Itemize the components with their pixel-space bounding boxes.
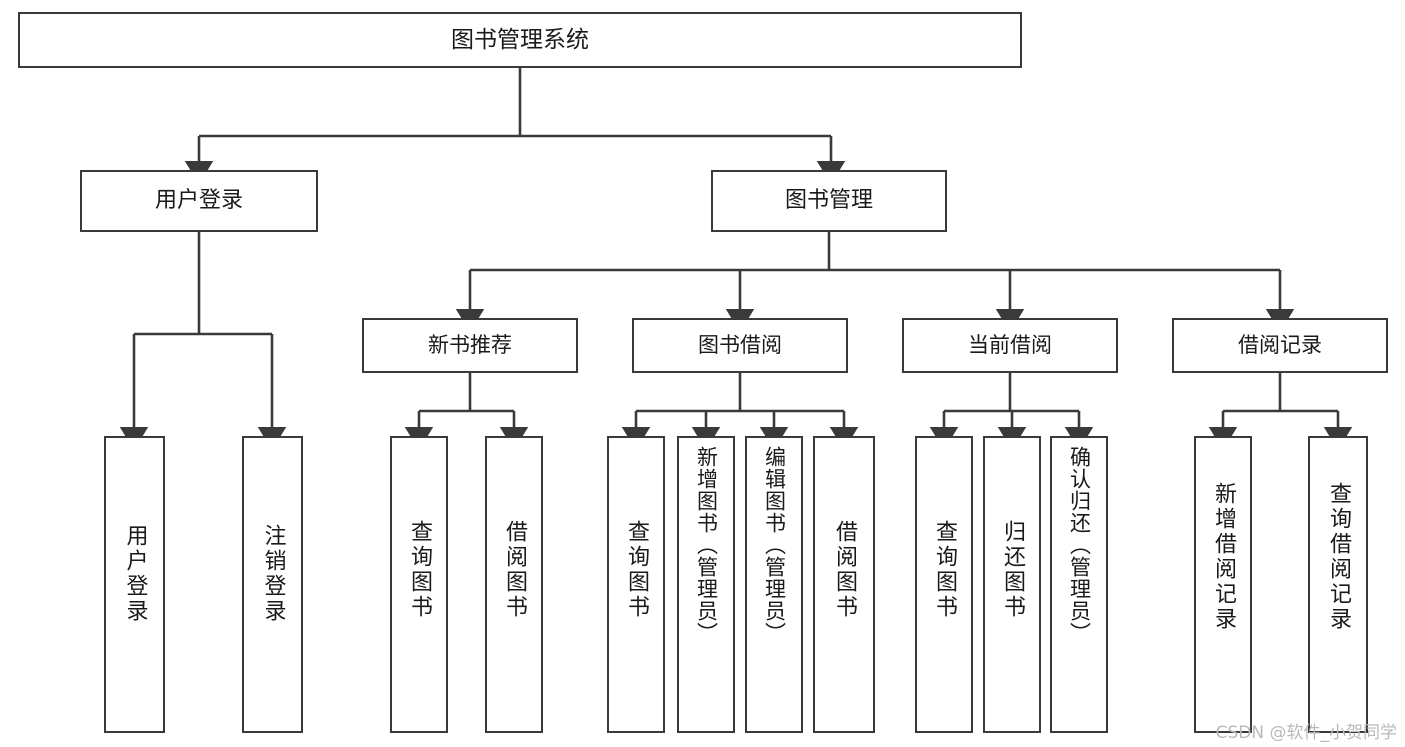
- node-user-login-label: 用户登录: [154, 188, 243, 214]
- node-leaf-borrow-book-1-label: 借阅图书: [502, 520, 527, 620]
- node-leaf-return-book-label: 归还图书: [1000, 520, 1025, 620]
- node-leaf-query-book-1[interactable]: 查询图书: [390, 436, 448, 733]
- node-book-manage[interactable]: 图书管理: [711, 170, 947, 232]
- node-current-borrow-label: 当前借阅: [968, 333, 1052, 358]
- node-book-borrow-label: 图书借阅: [698, 333, 782, 358]
- node-leaf-borrow-book-2-label: 借阅图书: [832, 520, 857, 620]
- node-book-borrow[interactable]: 图书借阅: [632, 318, 848, 373]
- node-leaf-query-book-3[interactable]: 查询图书: [915, 436, 973, 733]
- node-leaf-edit-book[interactable]: 编辑图书（管理员）: [745, 436, 803, 733]
- node-current-borrow[interactable]: 当前借阅: [902, 318, 1118, 373]
- node-leaf-confirm-return-label: 确认归还（管理员）: [1067, 446, 1092, 644]
- node-leaf-edit-book-label: 编辑图书（管理员）: [762, 446, 787, 644]
- node-leaf-add-book[interactable]: 新增图书（管理员）: [677, 436, 735, 733]
- node-borrow-record[interactable]: 借阅记录: [1172, 318, 1388, 373]
- node-leaf-add-record-label: 新增借阅记录: [1211, 482, 1236, 632]
- node-book-manage-label: 图书管理: [784, 188, 873, 214]
- node-leaf-borrow-book-2[interactable]: 借阅图书: [813, 436, 875, 733]
- node-leaf-query-book-3-label: 查询图书: [932, 520, 957, 620]
- node-leaf-confirm-return[interactable]: 确认归还（管理员）: [1050, 436, 1108, 733]
- node-user-login[interactable]: 用户登录: [80, 170, 318, 232]
- node-leaf-user-login-label: 用户登录: [122, 524, 148, 624]
- node-new-book-recommend[interactable]: 新书推荐: [362, 318, 578, 373]
- node-leaf-query-book-2[interactable]: 查询图书: [607, 436, 665, 733]
- node-leaf-borrow-book-1[interactable]: 借阅图书: [485, 436, 543, 733]
- node-leaf-query-record[interactable]: 查询借阅记录: [1308, 436, 1368, 733]
- node-leaf-query-book-2-label: 查询图书: [624, 520, 649, 620]
- node-leaf-query-record-label: 查询借阅记录: [1326, 482, 1351, 632]
- node-leaf-user-logout[interactable]: 注销登录: [242, 436, 303, 733]
- node-root-label: 图书管理系统: [451, 26, 589, 53]
- node-leaf-query-book-1-label: 查询图书: [407, 520, 432, 620]
- node-leaf-user-logout-label: 注销登录: [260, 524, 286, 624]
- node-leaf-add-record[interactable]: 新增借阅记录: [1194, 436, 1252, 733]
- node-root[interactable]: 图书管理系统: [18, 12, 1022, 68]
- watermark-text: CSDN @软件_小贺同学: [1215, 723, 1397, 743]
- node-leaf-return-book[interactable]: 归还图书: [983, 436, 1041, 733]
- node-leaf-user-login[interactable]: 用户登录: [104, 436, 165, 733]
- node-borrow-record-label: 借阅记录: [1238, 333, 1322, 358]
- node-new-book-recommend-label: 新书推荐: [428, 333, 512, 358]
- node-leaf-add-book-label: 新增图书（管理员）: [694, 446, 719, 644]
